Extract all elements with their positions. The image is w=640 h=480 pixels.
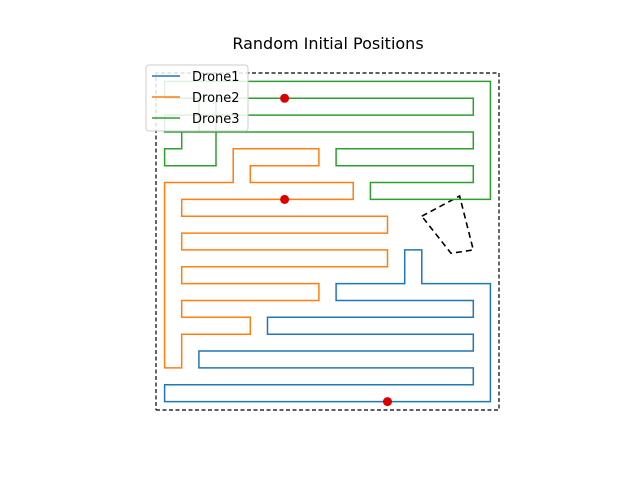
start-marker-drone3 [280, 93, 290, 103]
obstacle-outline [421, 194, 475, 255]
start-marker-drone1 [383, 397, 392, 407]
series-line-drone3 [163, 80, 492, 201]
legend: Drone1 Drone2 Drone3 [145, 64, 249, 132]
series-line-drone2 [163, 148, 389, 369]
boundary-outline [155, 72, 500, 411]
series-line-drone1 [163, 249, 492, 403]
start-marker-drone2 [280, 194, 290, 204]
legend-label-drone1: Drone1 [192, 70, 240, 85]
plot-area [155, 72, 500, 411]
legend-label-drone2: Drone2 [192, 91, 240, 106]
legend-label-drone3: Drone3 [192, 112, 240, 127]
legend-frame [145, 64, 249, 132]
chart-title: Random Initial Positions [232, 34, 423, 53]
